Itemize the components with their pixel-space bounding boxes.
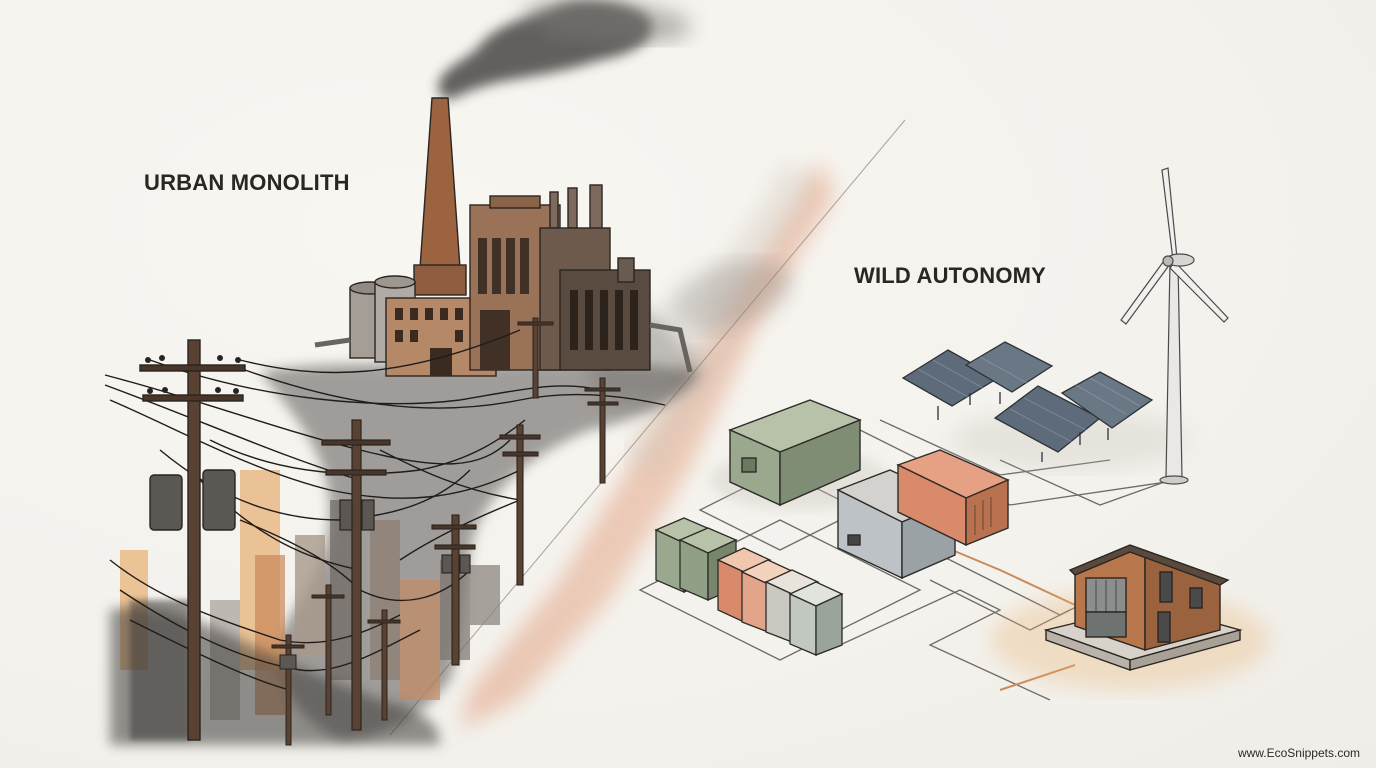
panel-grid-lines: [917, 356, 1141, 443]
wind-turbine-icon: [1120, 167, 1229, 485]
solar-panel-icon: [964, 341, 1054, 404]
solar-panel-icon: [1060, 371, 1154, 440]
utility-pole-icon: [584, 377, 621, 484]
utility-pole-icon: [139, 339, 246, 741]
utility-pole-icon: [431, 514, 477, 666]
utility-pole-icon: [271, 584, 401, 746]
wild-autonomy-label: WILD AUTONOMY: [854, 263, 1047, 288]
urban-monolith-label: URBAN MONOLITH: [144, 170, 350, 195]
watermark-url: www.EcoSnippets.com: [1237, 746, 1360, 760]
generator-icon: [728, 399, 862, 507]
battery-bank-icon: [896, 449, 1010, 547]
smokestack-icon: [419, 97, 461, 269]
utility-pole-icon: [321, 419, 391, 731]
factory-illustration: [314, 97, 693, 377]
house-icon: [1043, 544, 1243, 671]
utility-pole-icon: [517, 317, 554, 399]
battery-bank-icon: [716, 547, 844, 656]
utility-pole-icon: [499, 424, 541, 586]
smoke-plume: [438, 0, 792, 332]
